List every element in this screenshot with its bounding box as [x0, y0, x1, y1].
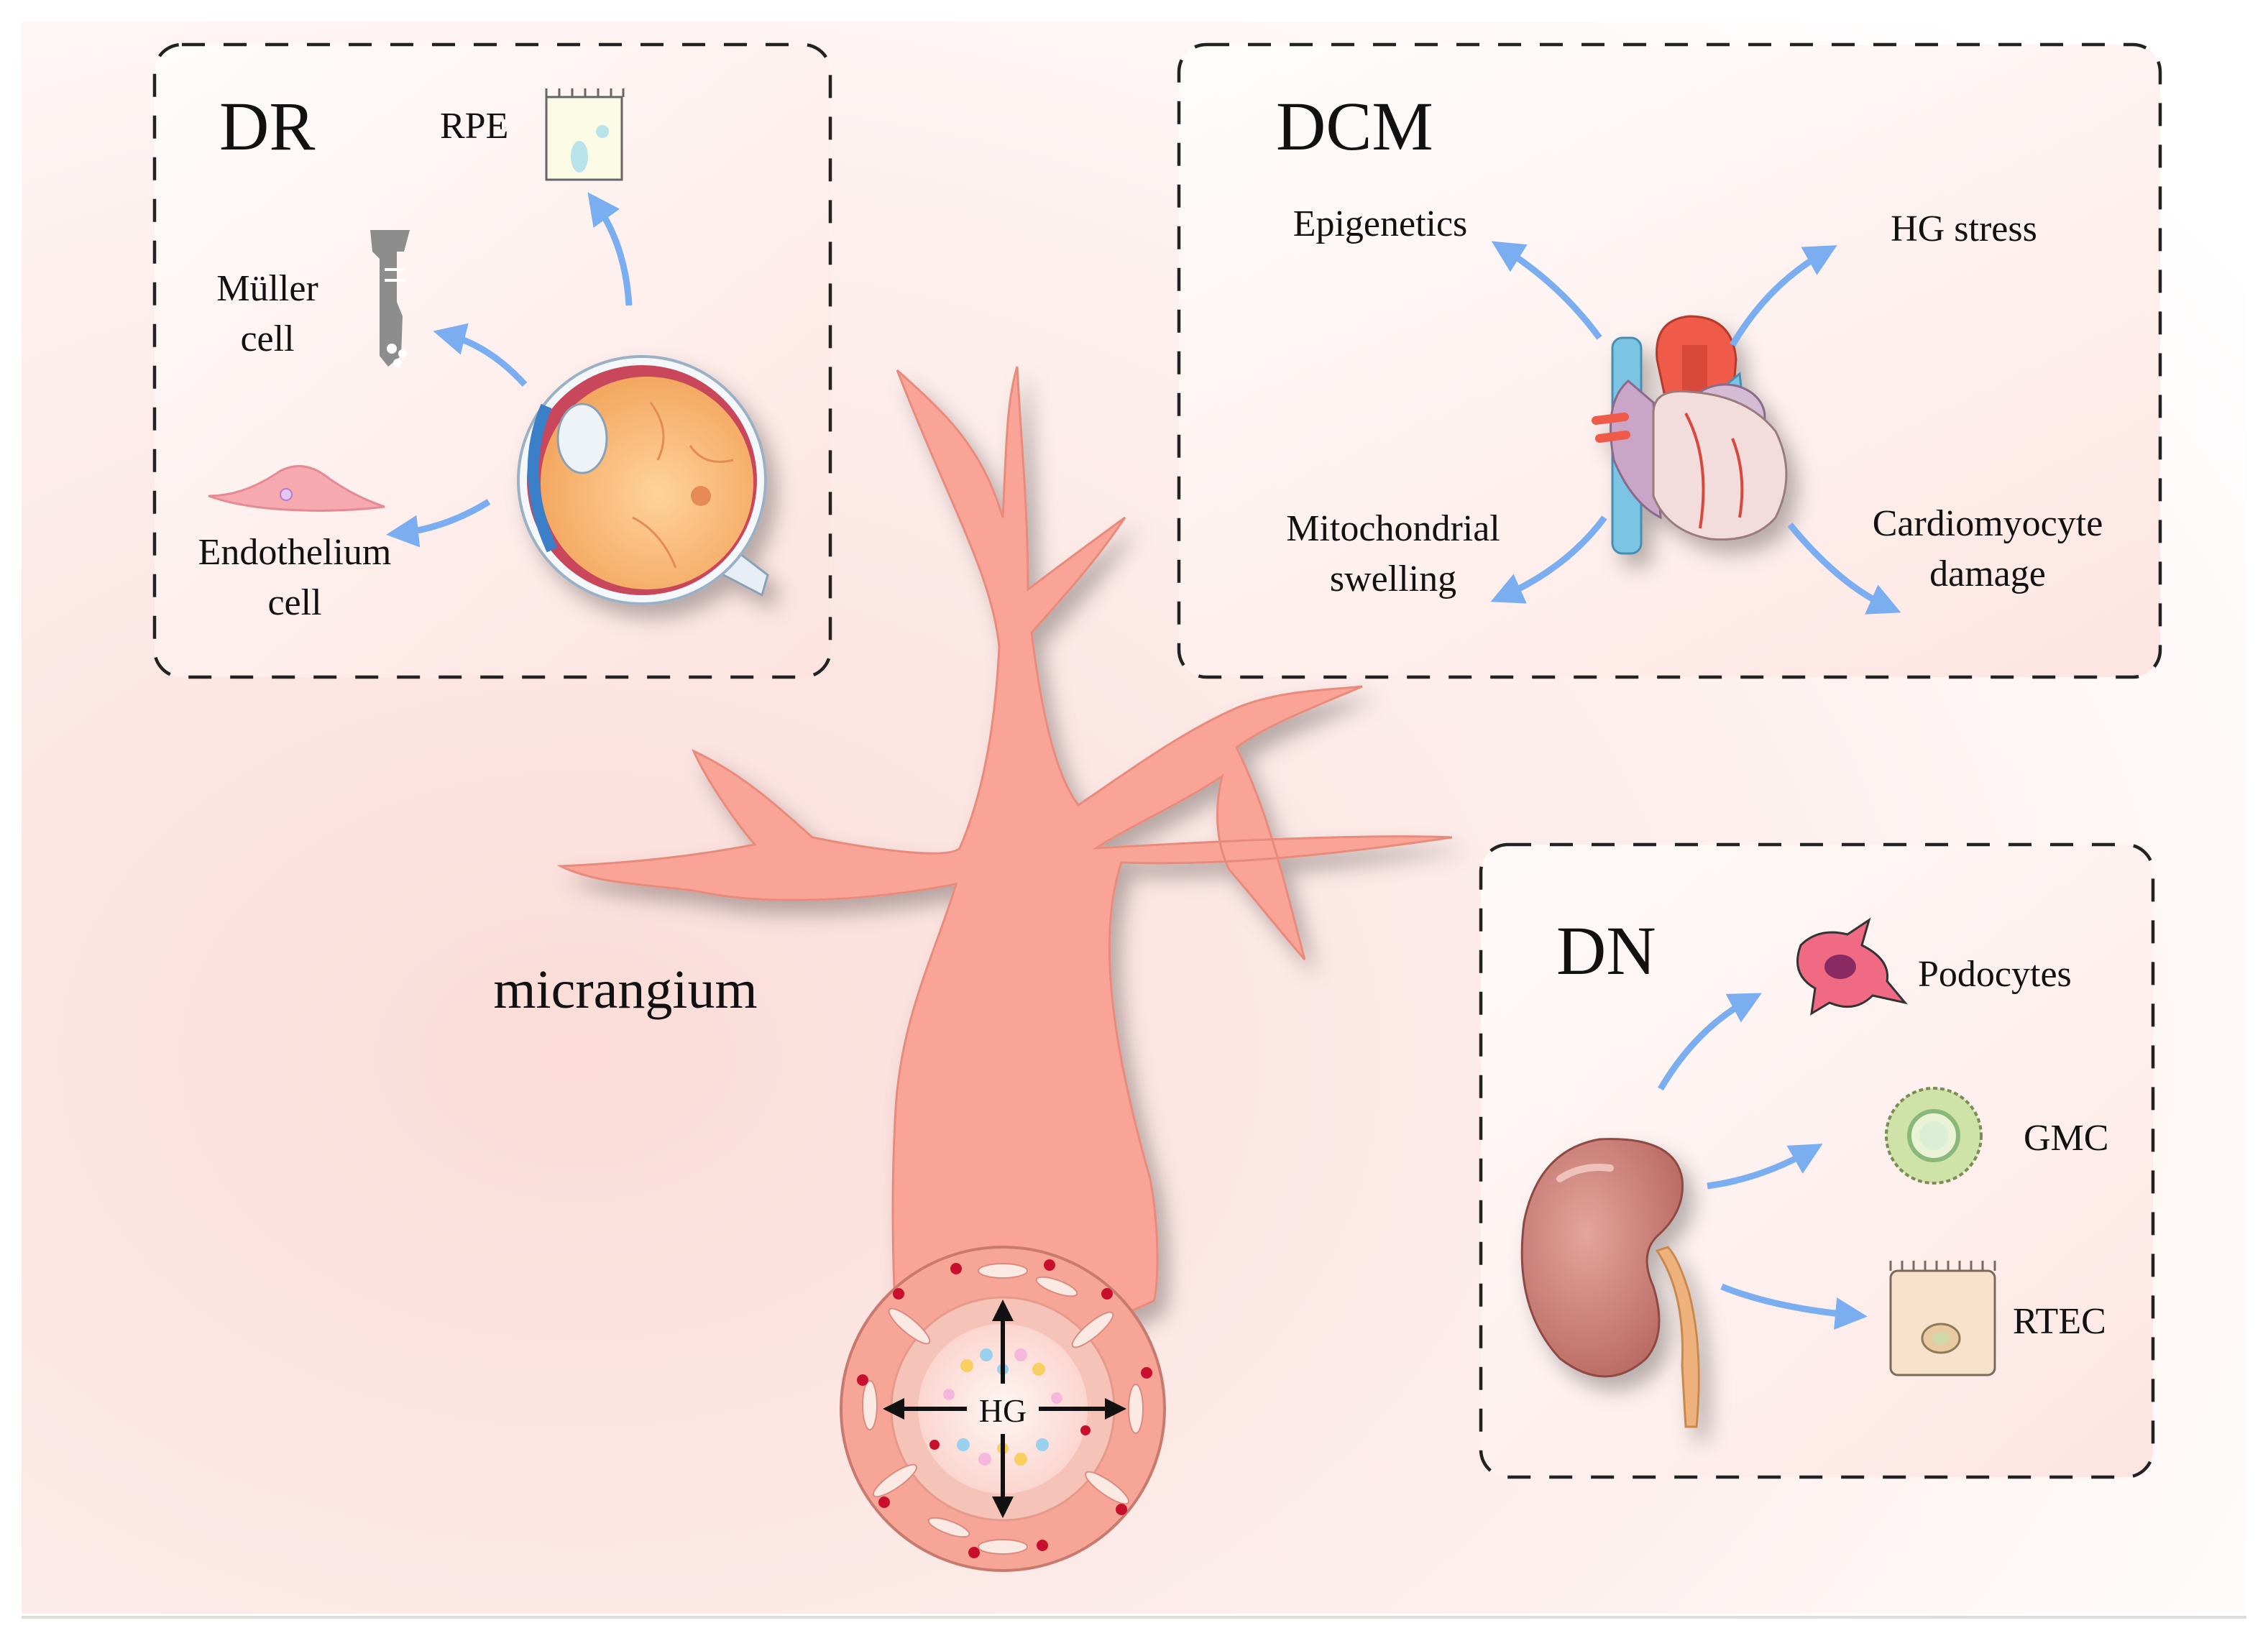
smooth-muscle-cells [862, 1263, 1144, 1555]
dn-target-rtec-label: RTEC [2013, 1301, 2106, 1342]
panel-dr: DR RPE Müller [152, 42, 832, 679]
micrangium-label: micrangium [493, 960, 757, 1020]
renal-tubular-cell-icon [1889, 1261, 1996, 1376]
arrow-kidney-to-podocytes [1658, 993, 1762, 1091]
dr-target-muller-line1: Müller [216, 268, 318, 309]
vessel-cross-section: HG [840, 1246, 1166, 1572]
panel-dcm-title: DCM [1276, 88, 1433, 165]
micrangium-vessel [556, 366, 1453, 1415]
arrow-heart-to-mitochondrial [1490, 515, 1607, 604]
dr-target-endothelium-line1: Endothelium [198, 532, 392, 573]
dr-target-rpe-label: RPE [440, 106, 508, 147]
dcm-target-mitochondrial-line2: swelling [1330, 558, 1456, 599]
heart-icon [1592, 315, 1788, 555]
kidney-icon [1520, 1138, 1700, 1428]
dcm-target-cardiomyocyte-line2: damage [1929, 553, 2046, 594]
dn-target-gmc-label: GMC [2024, 1118, 2108, 1159]
dr-target-muller-line2: cell [240, 318, 294, 359]
arrow-heart-to-cardiomyocyte [1787, 523, 1901, 615]
red-blood-cells [857, 1259, 1152, 1558]
arrow-kidney-to-rtec [1720, 1283, 1868, 1330]
dr-target-endothelium-line2: cell [267, 582, 321, 623]
dcm-target-hg-stress: HG stress [1891, 208, 2037, 249]
arrow-eye-to-endothelium [386, 499, 491, 548]
panel-dcm: DCM Epigenetics HG stress Mitochondrial … [1177, 42, 2162, 679]
panel-dn: DN Podocytes GMC RTEC [1479, 842, 2155, 1479]
arrow-eye-to-muller [433, 323, 528, 387]
lumen-hg-label: HG [979, 1392, 1027, 1429]
panel-dr-title: DR [219, 88, 315, 165]
diffusion-arrows [883, 1300, 1126, 1518]
rpe-cell-icon [545, 88, 625, 181]
dcm-target-epigenetics: Epigenetics [1293, 203, 1468, 244]
dcm-target-mitochondrial-line1: Mitochondrial [1286, 508, 1500, 549]
podocyte-icon [1796, 917, 1908, 1016]
arrow-kidney-to-gmc [1707, 1144, 1823, 1190]
panel-dn-title: DN [1556, 912, 1656, 989]
endothelial-cell-icon [208, 465, 385, 512]
arrow-heart-to-epigenetics [1491, 241, 1602, 340]
glomerular-mesangial-cell-icon [1885, 1087, 1983, 1185]
arrow-heart-to-hg-stress [1730, 245, 1837, 347]
arrow-eye-to-rpe [587, 192, 633, 306]
dn-target-podocytes-label: Podocytes [1918, 954, 2072, 995]
muller-cell-icon [370, 230, 410, 367]
eye-icon [517, 355, 769, 605]
dcm-target-cardiomyocyte-line1: Cardiomyocyte [1873, 503, 2103, 544]
